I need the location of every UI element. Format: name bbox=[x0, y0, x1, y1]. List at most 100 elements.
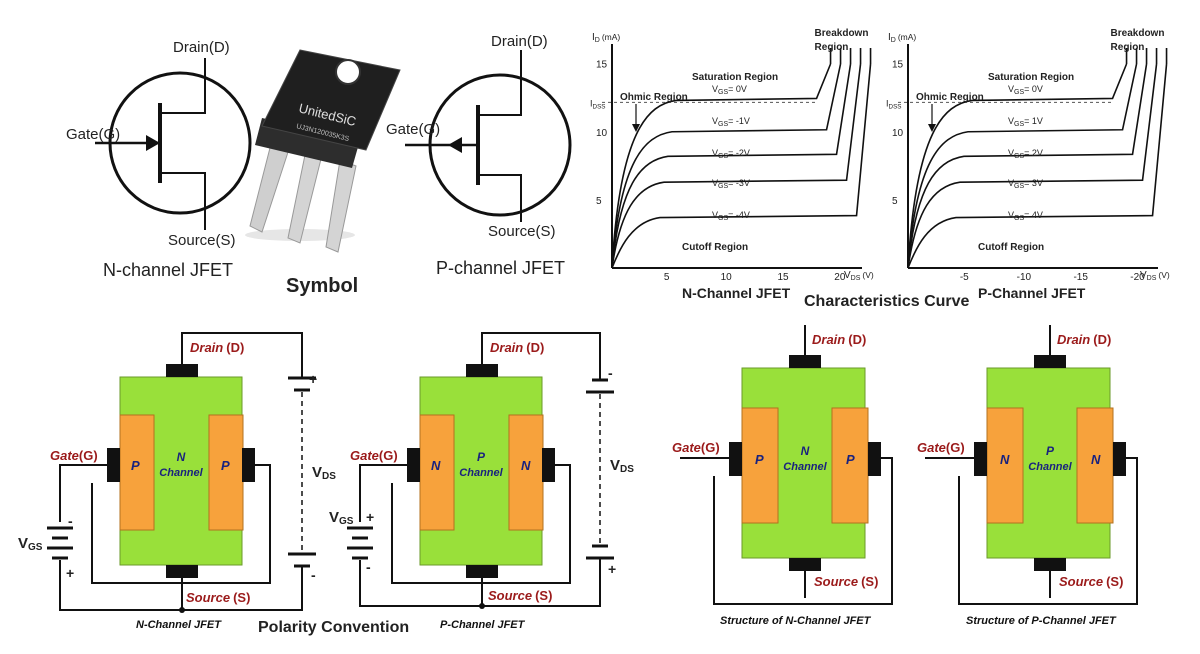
structure-p-right-gate-region bbox=[1076, 407, 1114, 524]
vgs-label: VGS= -2V bbox=[712, 148, 750, 160]
polarity-p-junction bbox=[479, 603, 485, 609]
n-symbol-source-label: Source(S) bbox=[168, 232, 236, 249]
polarity-p-left-gate-region bbox=[419, 414, 455, 531]
structure-n-left-gate-region bbox=[741, 407, 779, 524]
x-axis-label: VDS(V) bbox=[1140, 270, 1170, 282]
polarity-p-gate-contact-left bbox=[407, 448, 420, 482]
y-tick-label: 15 bbox=[892, 60, 904, 71]
x-tick-label: -20 bbox=[1130, 272, 1145, 283]
polarity-p-left-region-label: N bbox=[431, 458, 441, 473]
structure-n-gate-label: Gate(G) bbox=[672, 440, 720, 455]
structure-p-source-label: Source(S) bbox=[1059, 574, 1123, 589]
polarity-p-gate-wire bbox=[359, 464, 407, 522]
structure-n-source-label: Source(S) bbox=[814, 574, 878, 589]
structure-n-source-contact bbox=[789, 558, 821, 571]
structure-n-drain-contact bbox=[789, 355, 821, 368]
n-symbol-gate-arrow bbox=[146, 135, 160, 151]
structure-n-right-gate-region bbox=[831, 407, 869, 524]
structure-p-right-region-label: N bbox=[1091, 452, 1101, 467]
characteristic-curve bbox=[611, 63, 852, 269]
polarity-n-channel-type: N bbox=[177, 450, 186, 464]
polarity-n-right-gate-region bbox=[208, 414, 244, 531]
p-symbol-gate-label: Gate(G) bbox=[386, 121, 440, 138]
idss-label: IDSS bbox=[886, 98, 901, 110]
polarity-n-right-region-label: P bbox=[221, 458, 230, 473]
y-tick-label: 10 bbox=[596, 128, 608, 139]
characteristic-curve bbox=[611, 63, 832, 269]
polarity-p-vds-label: VDS bbox=[610, 457, 634, 475]
polarity-n-channel: Drain(D) Gate(G) Source(S) P P N Channel… bbox=[18, 332, 336, 631]
polarity-p-vgs-label: VGS bbox=[329, 509, 354, 527]
structure-n-channel: Drain(D) Gate(G) Source(S) P P N Channel… bbox=[672, 325, 893, 627]
structure-p-channel-type: P bbox=[1046, 444, 1055, 458]
polarity-p-channel-type: P bbox=[477, 450, 486, 464]
structure-n-drain-label: Drain(D) bbox=[812, 332, 866, 347]
polarity-n-vgs-top-sign: - bbox=[68, 513, 73, 529]
y-axis-label: ID(mA) bbox=[888, 32, 916, 44]
ohmic-region-label: Ohmic Region bbox=[916, 92, 984, 103]
x-tick-label: 5 bbox=[664, 272, 670, 283]
structure-n-gate-tie bbox=[713, 457, 893, 605]
polarity-n-gate-label: Gate(G) bbox=[50, 448, 98, 463]
y-tick-label: 5 bbox=[892, 196, 898, 207]
polarity-p-channel: Drain(D) Gate(G) Source(S) N N P Channel… bbox=[329, 332, 634, 631]
polarity-n-left-region-label: P bbox=[131, 458, 140, 473]
polarity-n-drain-wire bbox=[181, 332, 303, 378]
n-symbol-source-lead bbox=[160, 172, 206, 230]
package-body bbox=[261, 49, 401, 151]
characteristic-curve bbox=[611, 63, 872, 269]
polarity-n-gate-wire bbox=[59, 464, 107, 522]
characteristic-curve bbox=[907, 63, 1138, 269]
breakdown-region-label-2: Region bbox=[1111, 42, 1145, 53]
polarity-caption: Polarity Convention bbox=[258, 619, 409, 636]
y-axis-label: ID(mA) bbox=[592, 32, 620, 44]
structure-n-channel-word: Channel bbox=[783, 461, 827, 473]
x-tick-label: 10 bbox=[721, 272, 733, 283]
structure-p-gate-contact-left bbox=[974, 442, 987, 476]
n-symbol-drain-lead bbox=[160, 58, 206, 114]
structure-n-gate-contact-left bbox=[729, 442, 742, 476]
structure-p-gate-tie bbox=[958, 457, 1138, 605]
vgs-label: VGS= -3V bbox=[712, 178, 750, 190]
p-symbol-gate-arrow bbox=[448, 137, 462, 153]
structure-p-channel-word: Channel bbox=[1028, 461, 1072, 473]
polarity-n-gate-contact-right bbox=[242, 448, 255, 482]
structure-p-gate-label: Gate(G) bbox=[917, 440, 965, 455]
structure-p-source-contact bbox=[1034, 558, 1066, 571]
ohmic-arrow-head bbox=[632, 124, 640, 132]
structure-n-gate-contact-right bbox=[868, 442, 881, 476]
structure-n-right-region-label: P bbox=[846, 452, 855, 467]
cutoff-region-label: Cutoff Region bbox=[978, 242, 1044, 253]
structure-p-gate-contact-right bbox=[1113, 442, 1126, 476]
ohmic-region-label: Ohmic Region bbox=[620, 92, 688, 103]
p-symbol-title: P-channel JFET bbox=[436, 258, 565, 278]
vgs-label: VGS= 0V bbox=[1008, 84, 1043, 96]
y-tick-label: 5 bbox=[596, 196, 602, 207]
cutoff-region-label: Cutoff Region bbox=[682, 242, 748, 253]
structure-n-left-region-label: P bbox=[755, 452, 764, 467]
characteristic-curve bbox=[907, 63, 1128, 269]
polarity-n-gate-tie bbox=[91, 464, 271, 584]
x-tick-label: -5 bbox=[960, 272, 969, 283]
structure-p-channel: Drain(D) Gate(G) Source(S) N N P Channel… bbox=[917, 325, 1138, 627]
p-symbol-source-label: Source(S) bbox=[488, 223, 556, 240]
polarity-n-vds-bottom-sign: - bbox=[311, 567, 316, 583]
saturation-region-label: Saturation Region bbox=[988, 72, 1074, 83]
characteristic-curve bbox=[611, 63, 862, 269]
polarity-p-channel-word: Channel bbox=[459, 467, 503, 479]
structure-p-left-region-label: N bbox=[1000, 452, 1010, 467]
structure-p-drain-label: Drain(D) bbox=[1057, 332, 1111, 347]
polarity-p-gate-contact-right bbox=[542, 448, 555, 482]
polarity-p-vds-top-sign: - bbox=[608, 365, 613, 381]
vgs-label: VGS= 2V bbox=[1008, 148, 1043, 160]
n-symbol-gate-label: Gate(G) bbox=[66, 126, 120, 143]
polarity-p-right-region-label: N bbox=[521, 458, 531, 473]
symbol-caption: Symbol bbox=[286, 275, 358, 297]
y-tick-label: 10 bbox=[892, 128, 904, 139]
polarity-n-drain-label: Drain(D) bbox=[190, 340, 244, 355]
polarity-p-vgs-top-sign: + bbox=[366, 509, 374, 525]
polarity-p-source-contact bbox=[466, 565, 498, 578]
vgs-label: VGS= 3V bbox=[1008, 178, 1043, 190]
